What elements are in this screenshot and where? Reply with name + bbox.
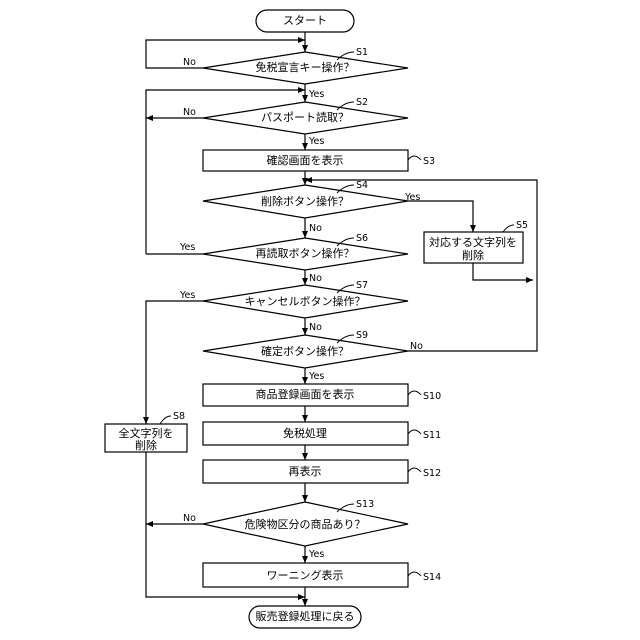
- step-label-s12: S12: [423, 468, 441, 479]
- process-s5-label-line2: 削除: [462, 248, 484, 262]
- decision-s7-label: キャンセルボタン操作？: [245, 294, 366, 308]
- step-leader-s5: [503, 225, 514, 232]
- step-label-s7: S7: [356, 280, 368, 291]
- process-s12: 再表示: [203, 460, 408, 483]
- process-s10-label: 商品登録画面を表示: [256, 387, 355, 401]
- process-s5-label-line1: 対応する文字列を: [429, 235, 517, 249]
- process-s8-label-line1: 全文字列を: [119, 426, 174, 440]
- step-leader-s11: [408, 430, 421, 434]
- decision-s1-label: 免税宣言キー操作？: [256, 60, 355, 74]
- decision-s6: 再読取ボタン操作？: [203, 238, 408, 270]
- decision-s13-label: 危険物区分の商品あり？: [245, 517, 366, 531]
- branch-label-s9-no: No: [410, 341, 423, 352]
- start-terminal: スタート: [256, 10, 354, 32]
- decision-s9-label: 確定ボタン操作？: [261, 344, 349, 358]
- edge-s4-yes-s5: [408, 201, 473, 232]
- process-s8: 全文字列を 削除: [105, 424, 187, 452]
- step-leader-s8: [160, 416, 171, 424]
- process-s14-label: ワーニング表示: [267, 568, 344, 582]
- step-label-s4: S4: [356, 180, 368, 191]
- process-s3: 確認画面を表示: [203, 150, 408, 171]
- decision-s4-label: 削除ボタン操作？: [261, 194, 349, 208]
- decision-s2-label: パスポート読取？: [261, 110, 349, 124]
- branch-label-s2-no: No: [183, 107, 196, 118]
- process-s5: 対応する文字列を 削除: [424, 232, 523, 263]
- edge-s5-out: [473, 263, 533, 280]
- step-label-s10: S10: [423, 391, 441, 402]
- process-s8-label-line2: 削除: [135, 438, 157, 452]
- decision-s6-label: 再読取ボタン操作？: [256, 246, 355, 260]
- step-label-s8: S8: [173, 411, 185, 422]
- step-label-s3: S3: [423, 156, 435, 167]
- branch-label-s7-no: No: [309, 322, 322, 333]
- step-label-s5: S5: [516, 220, 528, 231]
- process-s11: 免税処理: [203, 422, 408, 445]
- decision-s13: 危険物区分の商品あり？: [203, 502, 408, 546]
- edge-s7-yes-s8: [146, 301, 203, 424]
- end-label: 販売登録処理に戻る: [256, 609, 355, 623]
- branch-label-s2-yes: Yes: [308, 136, 324, 147]
- step-leader-s10: [408, 391, 421, 395]
- step-label-s2: S2: [356, 97, 368, 108]
- decision-s9: 確定ボタン操作？: [203, 335, 408, 368]
- branch-label-s1-yes: Yes: [308, 89, 324, 100]
- process-s3-label: 確認画面を表示: [267, 153, 344, 167]
- end-terminal: 販売登録処理に戻る: [249, 606, 361, 628]
- decision-s1: 免税宣言キー操作？: [203, 52, 408, 84]
- branch-label-s4-no: No: [309, 223, 322, 234]
- branch-label-s13-no: No: [183, 513, 196, 524]
- branch-label-s6-yes: Yes: [179, 242, 195, 253]
- step-leader-s14: [408, 572, 421, 576]
- step-label-s9: S9: [356, 330, 368, 341]
- branch-label-s1-no: No: [183, 57, 196, 68]
- process-s10: 商品登録画面を表示: [203, 384, 408, 406]
- branch-label-s4-yes: Yes: [404, 192, 420, 203]
- decision-s2: パスポート読取？: [203, 102, 408, 134]
- process-s14: ワーニング表示: [203, 563, 408, 587]
- branch-label-s13-yes: Yes: [308, 549, 324, 560]
- branch-label-s6-no: No: [309, 273, 322, 284]
- step-leader-s3: [408, 156, 421, 160]
- step-label-s13: S13: [356, 499, 374, 510]
- step-label-s6: S6: [356, 233, 368, 244]
- process-s12-label: 再表示: [289, 464, 322, 478]
- branch-label-s9-yes: Yes: [308, 371, 324, 382]
- branch-label-s7-yes: Yes: [179, 290, 195, 301]
- step-label-s1: S1: [356, 47, 368, 58]
- step-leader-s12: [408, 468, 421, 472]
- start-label: スタート: [283, 14, 327, 27]
- decision-s4: 削除ボタン操作？: [203, 185, 408, 218]
- step-label-s14: S14: [423, 572, 441, 583]
- process-s11-label: 免税処理: [283, 426, 327, 440]
- step-label-s11: S11: [423, 430, 441, 441]
- decision-s7: キャンセルボタン操作？: [203, 285, 408, 318]
